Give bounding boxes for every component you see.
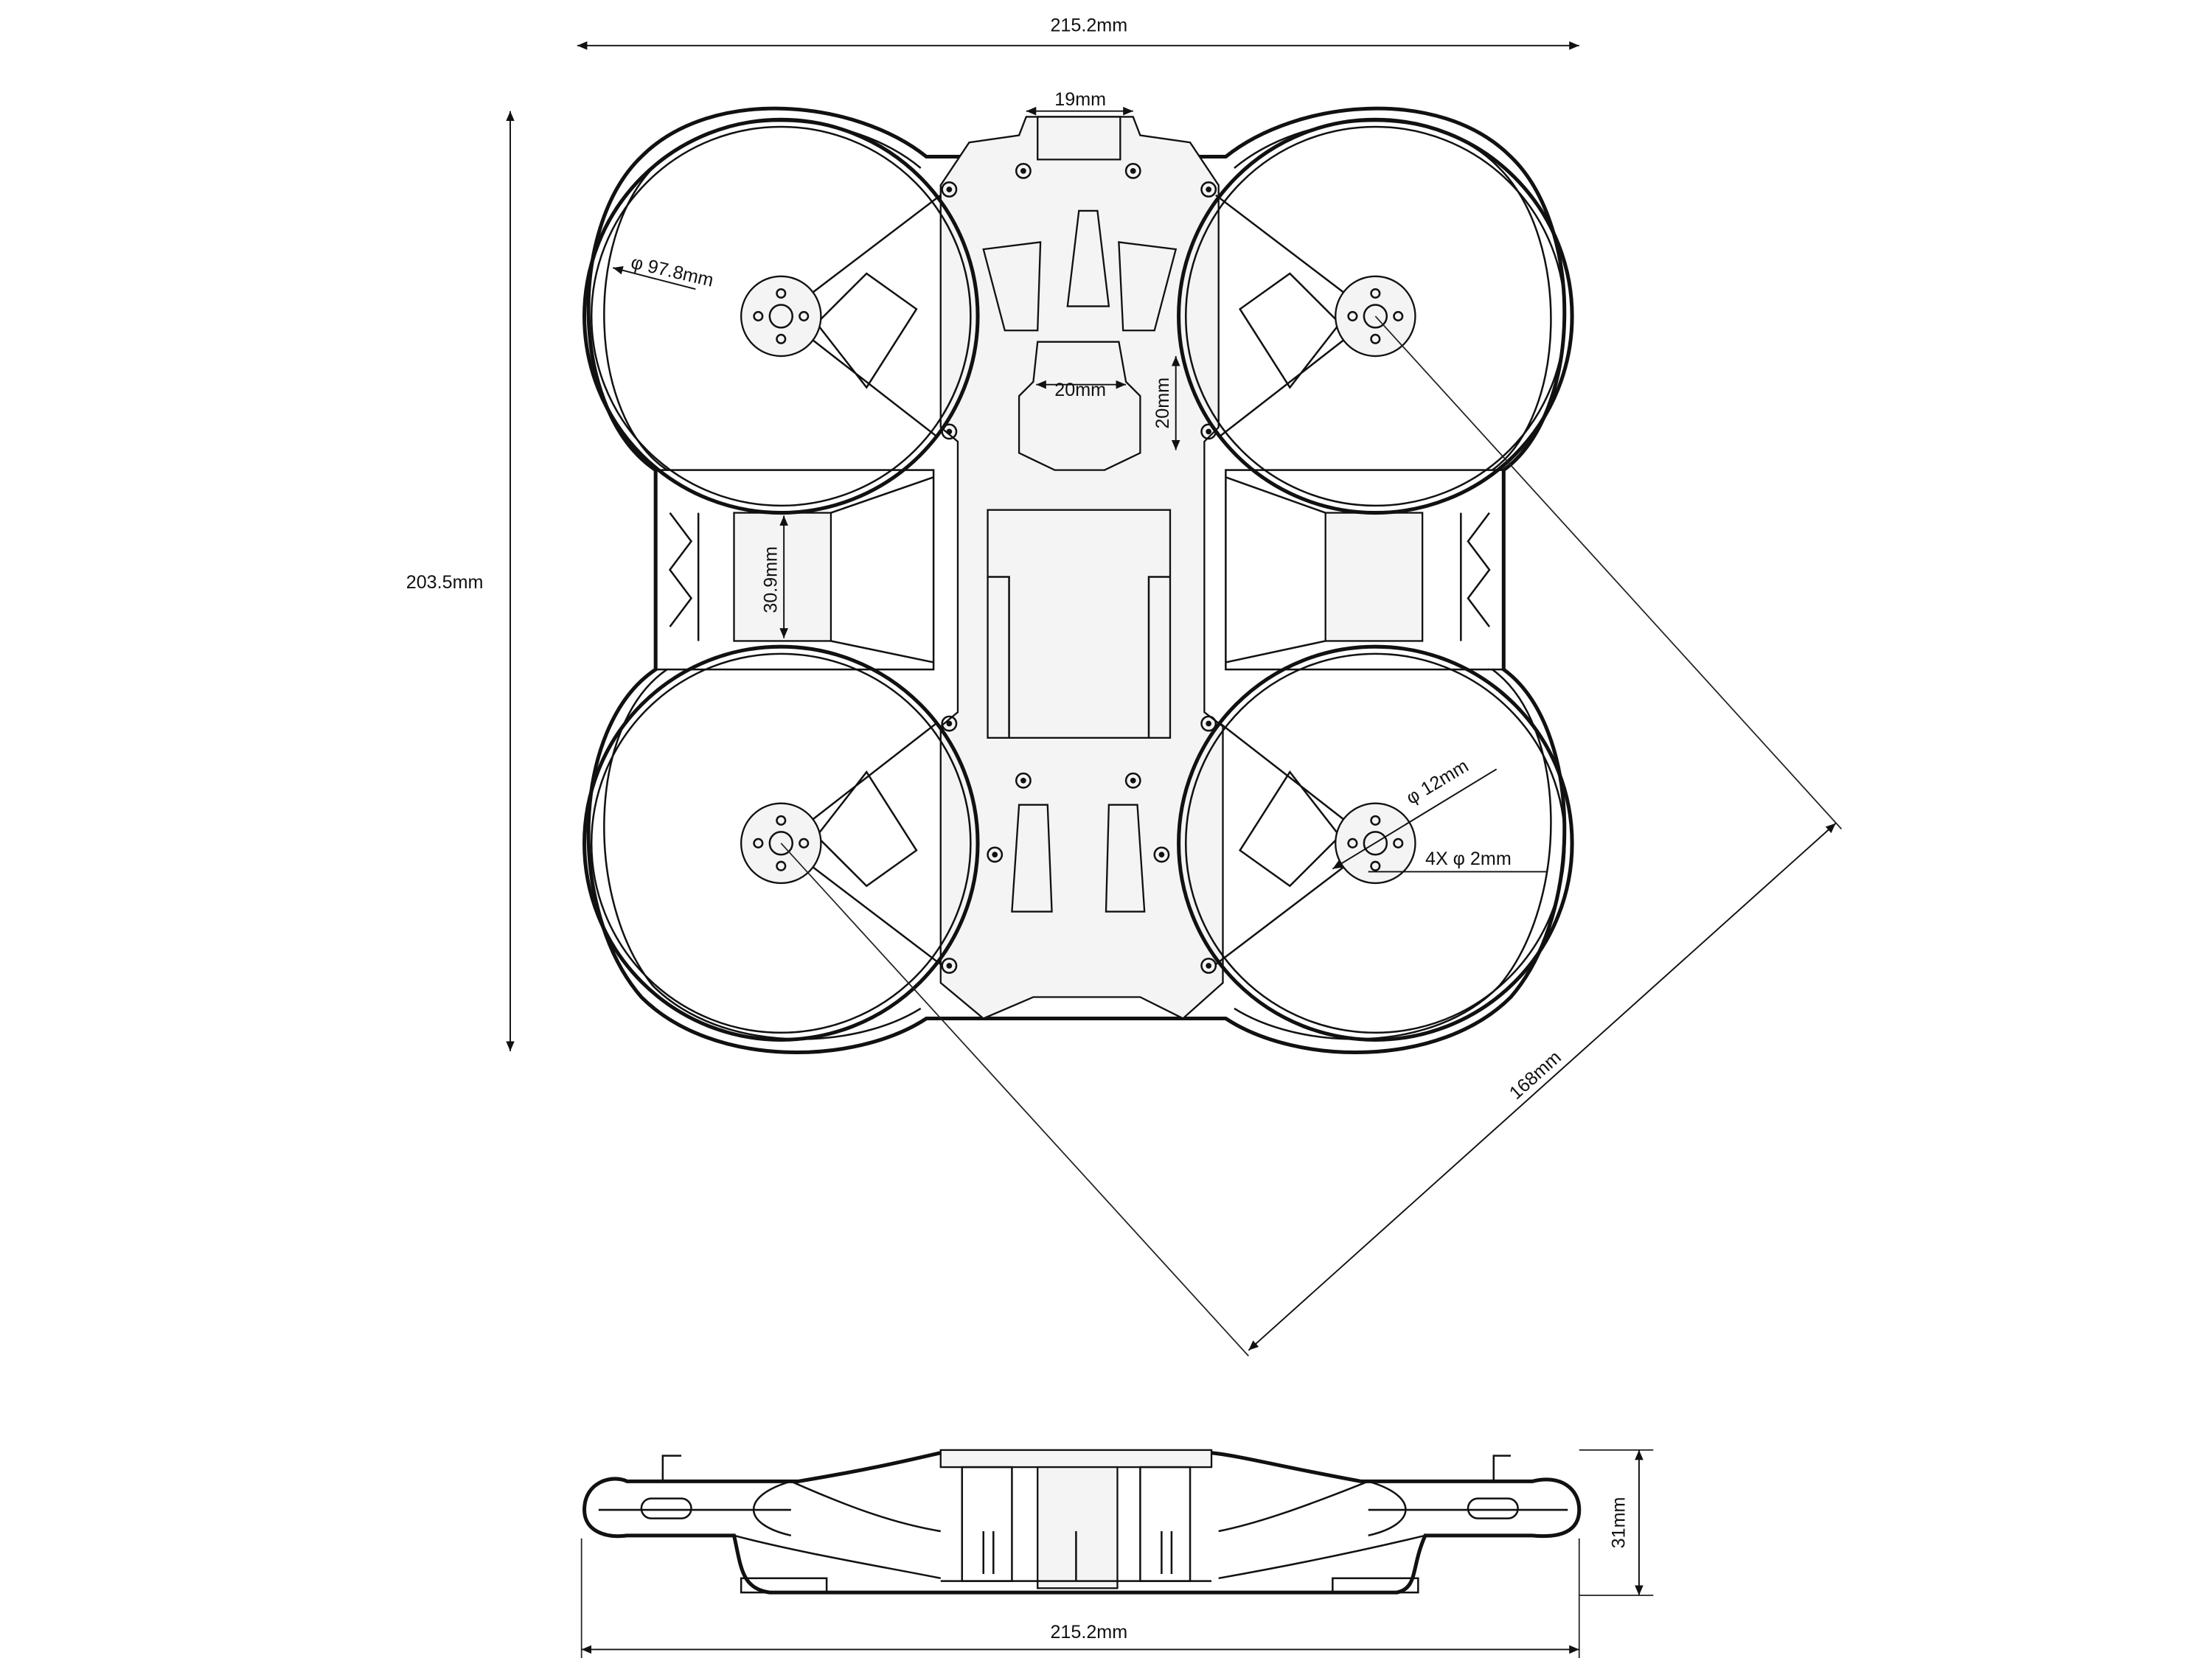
motor-screw-hole [776, 815, 787, 826]
prop-guard-diameter-label: φ 97.8mm [629, 252, 715, 291]
frame-screw-icon [941, 958, 958, 974]
frame-screw-icon [1015, 162, 1032, 179]
motor-screw-hole [1393, 310, 1404, 321]
motor-mount [740, 275, 822, 358]
frame-screw-icon [1200, 423, 1217, 440]
motor-screw-hole [799, 837, 810, 849]
left-battery-bay: 30.9mm [654, 469, 935, 671]
frame-screw-icon [1200, 715, 1217, 732]
camera-mount-width-label: 19mm [1054, 89, 1106, 110]
side-view: 31mm 215.2mm [580, 1449, 1654, 1658]
motor-screw-hole [1370, 333, 1381, 344]
frame-screw-icon [941, 423, 958, 440]
top-view: 215.2mm 203.5mm 30.9mm [406, 15, 1843, 1356]
frame-screw-icon [987, 846, 1004, 863]
motor-mount [1335, 275, 1416, 358]
overall-width-label: 215.2mm [1050, 15, 1127, 36]
motor-screw-hole [753, 837, 764, 849]
side-width-label: 215.2mm [1050, 1622, 1127, 1643]
prop-duct-top-left [582, 117, 980, 515]
motor-screw-hole [1370, 288, 1381, 299]
frame-screw-icon [1124, 772, 1141, 789]
motor-screw-hole [799, 310, 810, 321]
right-battery-bay [1225, 469, 1505, 671]
side-height-label: 31mm [1609, 1497, 1630, 1549]
frame-screw-icon [1124, 162, 1141, 179]
motor-holes-label: 4X φ 2mm [1425, 849, 1512, 869]
stack-mount-y-label: 20mm [1152, 377, 1173, 429]
frame-screw-icon [1015, 772, 1032, 789]
frame-screw-icon [1200, 958, 1217, 974]
diagonal-wheelbase-label: 168mm [1506, 1047, 1565, 1104]
overall-length-label: 203.5mm [406, 572, 484, 593]
battery-bay-width-label: 30.9mm [760, 546, 781, 613]
motor-screw-hole [1347, 310, 1358, 321]
stack-mount-x-label: 20mm [1054, 380, 1106, 400]
diagonal-dimension-line [1248, 823, 1837, 1351]
frame-screw-icon [941, 181, 958, 198]
frame-screw-icon [1153, 846, 1170, 863]
motor-screw-hole [776, 288, 787, 299]
frame-screw-icon [1200, 181, 1217, 198]
center-frame-plate [939, 116, 1224, 1020]
motor-mount-diameter-label: φ 12mm [1402, 756, 1472, 809]
frame-screw-icon [941, 715, 958, 732]
motor-screw-hole [753, 310, 764, 321]
motor-screw-hole [776, 333, 787, 344]
motor-screw-hole [776, 860, 787, 871]
